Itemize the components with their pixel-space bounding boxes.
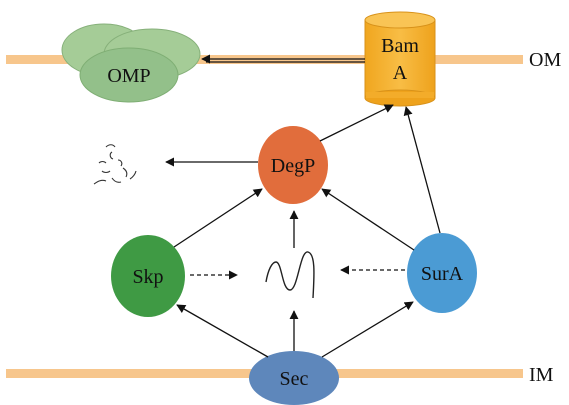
omp-label: OMP [107,65,150,87]
bama-label-line1: Bam [381,35,419,57]
omp-cluster: OMP [61,23,201,103]
arrow-sec-to-sura [321,301,414,358]
skp-node: Skp [111,235,185,317]
arrow-sura-to-degp [321,188,415,251]
skp-label: Skp [132,266,163,288]
degp-label: DegP [271,155,315,177]
bama-label-line2: A [393,62,408,84]
degp-node: DegP [258,126,328,204]
arrow-sura-to-bama [403,106,441,234]
inner-membrane-label: IM [529,364,554,386]
bama-barrel: Bam A [364,11,436,107]
fragments-icon [93,144,137,185]
outer-membrane-label: OM [529,49,561,71]
sura-node: SurA [407,233,477,313]
sura-label: SurA [421,263,464,285]
squiggle-icon [265,251,315,299]
arrow-skp-to-degp [173,188,263,248]
sec-node: Sec [249,351,339,405]
arrow-sec-to-skp [176,304,269,358]
arrow-bama-to-omp [201,54,365,64]
sec-label: Sec [280,368,309,390]
arrow-degp-to-bama [319,104,394,142]
